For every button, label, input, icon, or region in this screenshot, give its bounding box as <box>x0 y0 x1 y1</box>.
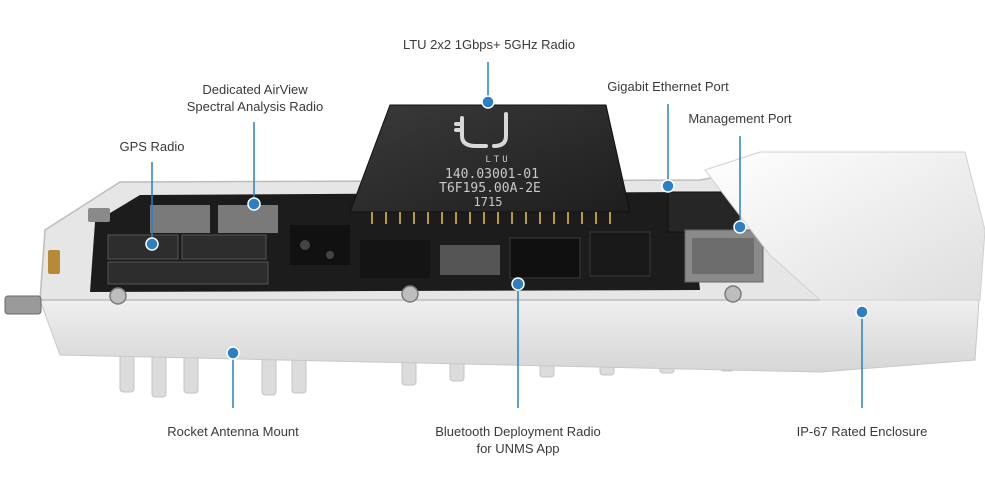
label-rocket-mount-text: Rocket Antenna Mount <box>167 424 299 439</box>
label-rocket-mount: Rocket Antenna Mount <box>153 423 313 440</box>
callout-dot-enclosure <box>855 305 869 319</box>
label-ltu-radio: LTU 2x2 1Gbps+ 5GHz Radio <box>389 36 589 53</box>
callout-lines <box>151 62 863 408</box>
chip-line-3: 1715 <box>474 195 503 209</box>
antenna-connectors <box>4 208 110 315</box>
label-enclosure-text: IP-67 Rated Enclosure <box>796 424 928 439</box>
pcb-components <box>107 205 651 285</box>
label-bluetooth-line-2: for UNMS App <box>476 441 560 456</box>
callout-dot-bluetooth <box>511 277 525 291</box>
ltu-logo <box>454 112 508 148</box>
label-airview: Dedicated AirView Spectral Analysis Radi… <box>175 81 335 115</box>
ltu-chip: LTU 140.03001-01 T6F195.00A-2E 1715 <box>349 104 631 224</box>
label-bluetooth: Bluetooth Deployment Radio for UNMS App <box>418 423 618 457</box>
label-enclosure: IP-67 Rated Enclosure <box>787 423 937 440</box>
label-bluetooth-line-1: Bluetooth Deployment Radio <box>435 424 601 439</box>
label-ltu-radio-text: LTU 2x2 1Gbps+ 5GHz Radio <box>402 37 576 52</box>
callout-dot-airview <box>247 197 261 211</box>
screws <box>109 285 742 305</box>
label-gps: GPS Radio <box>112 138 192 155</box>
label-gps-text: GPS Radio <box>119 139 185 154</box>
label-management: Management Port <box>680 110 800 127</box>
label-ethernet-text: Gigabit Ethernet Port <box>607 79 729 94</box>
callout-dot-gps <box>145 237 159 251</box>
label-management-text: Management Port <box>688 111 792 126</box>
label-ethernet: Gigabit Ethernet Port <box>598 78 738 95</box>
callout-dots <box>145 95 869 360</box>
port-block <box>667 191 764 283</box>
callout-dot-ltu-radio <box>481 95 495 109</box>
label-airview-line-1: Dedicated AirView <box>202 82 308 97</box>
chip-brand-text: LTU <box>485 155 510 165</box>
callout-dot-rocket-mount <box>226 346 240 360</box>
callout-dot-management <box>733 220 747 234</box>
callout-dot-ethernet <box>661 179 675 193</box>
enclosure-cap <box>704 151 985 301</box>
label-airview-line-2: Spectral Analysis Radio <box>186 99 324 114</box>
chip-line-2: T6F195.00A-2E <box>439 181 541 196</box>
chip-line-1: 140.03001-01 <box>445 167 539 182</box>
